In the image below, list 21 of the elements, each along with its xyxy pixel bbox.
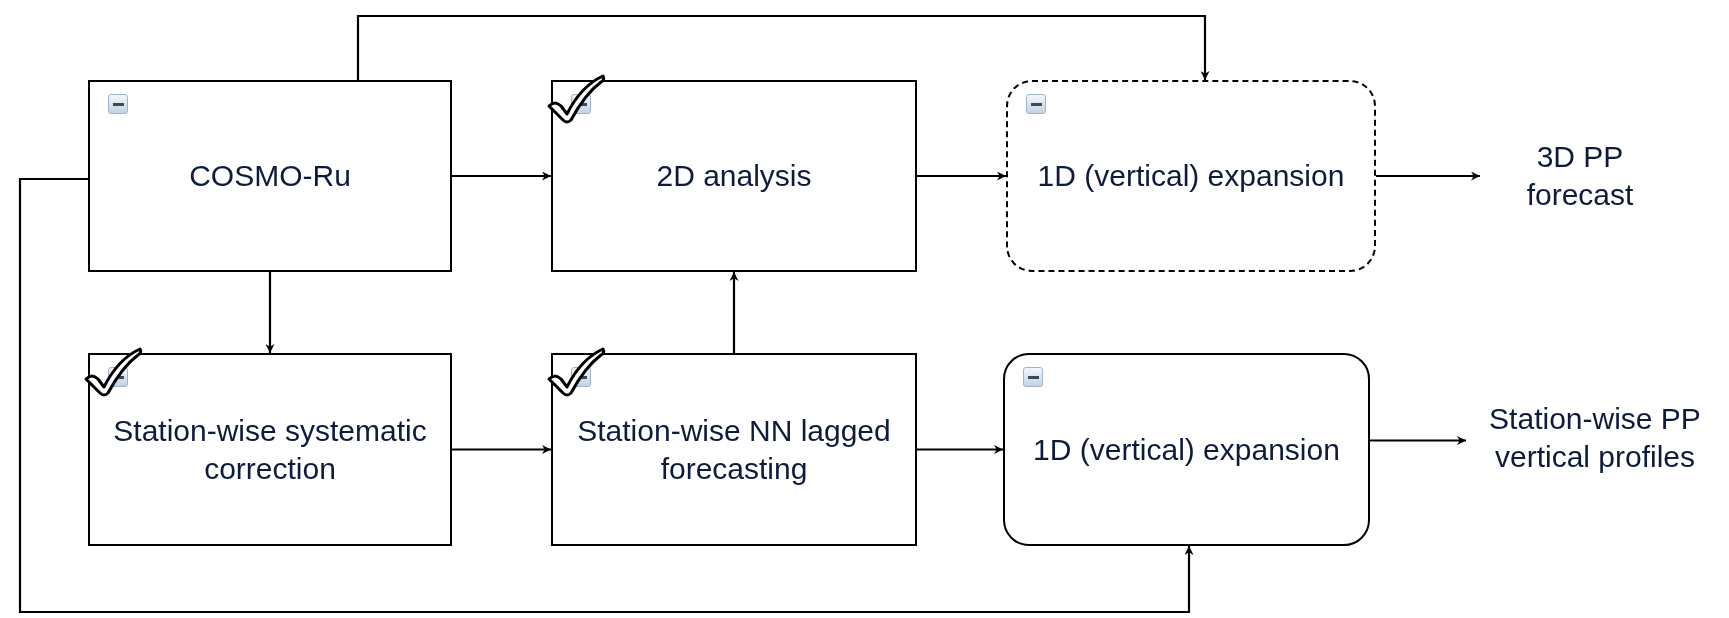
box-text: Station-wise PP vertical profiles	[1488, 401, 1702, 475]
box-text: 1D (vertical) expansion	[1033, 431, 1340, 468]
arrow	[452, 445, 551, 454]
process-box	[1006, 80, 1376, 272]
box-text: 2D analysis	[656, 158, 812, 194]
arrow	[1370, 436, 1466, 445]
arrow	[917, 445, 1003, 454]
arrow	[452, 171, 551, 181]
process-box	[88, 80, 452, 272]
arrow	[265, 272, 275, 353]
arrow	[1376, 171, 1480, 181]
arrow	[356, 14, 1210, 80]
arrow	[917, 171, 1006, 181]
box-text: Station-wise systematic correction	[112, 412, 428, 487]
box-text: Station-wise NN lagged forecasting	[576, 412, 892, 487]
process-box	[1003, 353, 1370, 546]
arrow	[18, 177, 1194, 614]
box-text: COSMO-Ru	[189, 158, 351, 194]
arrow	[729, 272, 739, 353]
box-text: 3D PP forecast	[1525, 139, 1635, 213]
box-text: 1D (vertical) expansion	[1037, 158, 1345, 194]
